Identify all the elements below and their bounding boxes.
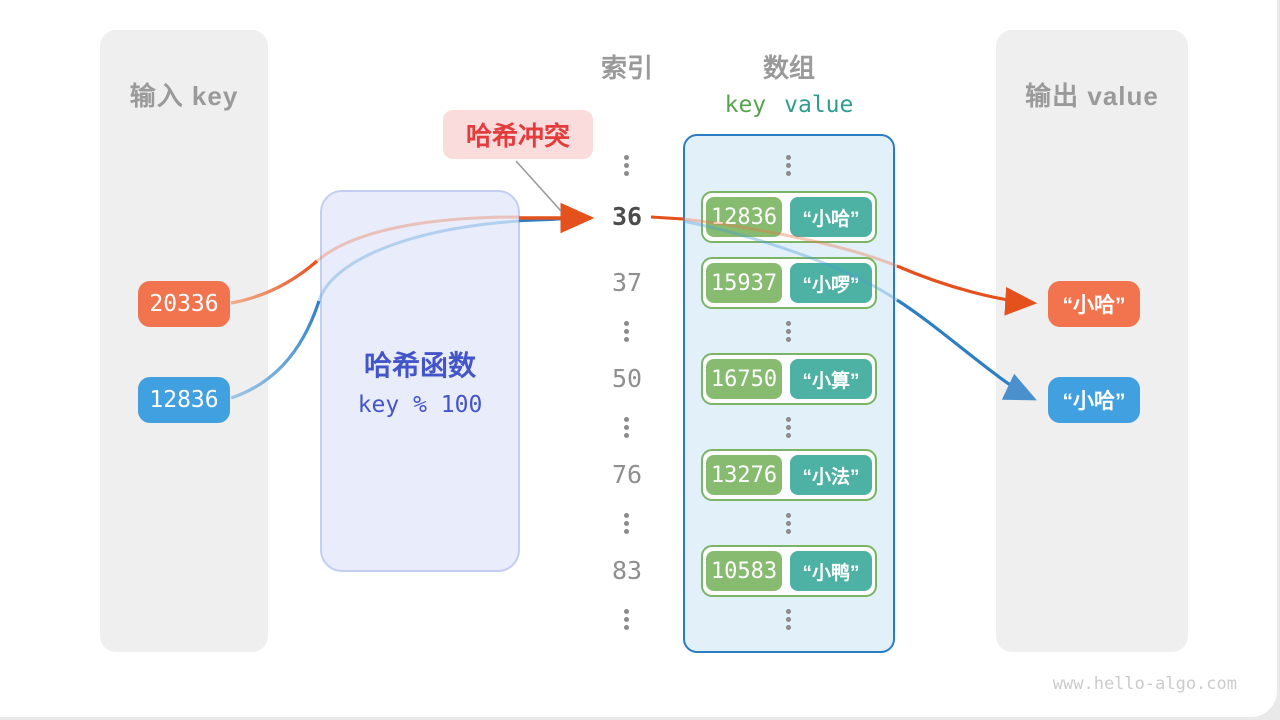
output-value-blue: “小哈” [1048,377,1140,423]
array-row-10583: 10583“小鸭” [701,545,877,597]
dot [786,163,791,168]
dot [624,425,629,430]
dot [786,609,791,614]
dot [624,521,629,526]
dot [786,329,791,334]
index-cell-76: 76 [611,460,643,489]
array-row-12836: 12836“小哈” [701,191,877,243]
dot [786,155,791,160]
array-key-cell: 10583 [706,551,782,591]
index-ellipsis-icon [624,609,629,630]
array-ellipsis-icon [786,513,791,534]
index-cell-50: 50 [611,364,643,393]
dot [624,171,629,176]
blue-merge-sliver [518,217,563,223]
index-ellipsis-icon [624,321,629,342]
output-panel: 输出 value [996,30,1188,652]
dot [624,321,629,326]
array-kv-header: key value [683,92,895,118]
array-ellipsis-icon [786,609,791,630]
array-value-cell: “小算” [790,359,872,399]
index-ellipsis-icon [624,155,629,176]
dot [786,529,791,534]
index-ellipsis-icon [624,513,629,534]
dot [786,617,791,622]
dot [786,625,791,630]
dot [786,171,791,176]
dot [786,513,791,518]
array-row-16750: 16750“小算” [701,353,877,405]
array-ellipsis-icon [786,417,791,438]
array-value-header: value [784,92,854,118]
dot [786,417,791,422]
index-cell-37: 37 [611,268,643,297]
dot [624,163,629,168]
array-row-15937: 15937“小啰” [701,257,877,309]
dot [624,329,629,334]
index-ellipsis-icon [624,417,629,438]
dot [624,155,629,160]
dot [786,521,791,526]
dot [786,337,791,342]
index-cell-83: 83 [611,556,643,585]
dot [624,617,629,622]
array-key-cell: 16750 [706,359,782,399]
array-value-cell: “小啰” [790,263,872,303]
array-value-cell: “小哈” [790,197,872,237]
hash-function-title: 哈希函数 [363,350,476,381]
input-key-12836: 12836 [138,377,230,423]
badge-pointer-line [515,160,562,212]
dot [624,417,629,422]
dot [624,609,629,614]
index-column-title: 索引 [600,53,653,83]
array-key-cell: 13276 [706,455,782,495]
collision-badge: 哈希冲突 [443,110,593,159]
input-panel: 输入 key [100,30,268,652]
input-key-20336: 20336 [138,281,230,327]
hash-function-formula: key % 100 [357,392,483,418]
index-cell-36: 36 [611,202,643,231]
array-key-cell: 15937 [706,263,782,303]
output-value-orange: “小哈” [1048,281,1140,327]
dot [624,625,629,630]
array-key-cell: 12836 [706,197,782,237]
dot [786,321,791,326]
array-ellipsis-icon [786,155,791,176]
array-column-title: 数组 [762,53,815,83]
dot [624,529,629,534]
hash-function-box: 哈希函数 key % 100 [320,190,520,572]
watermark: www.hello-algo.com [1052,674,1237,694]
dot [786,433,791,438]
array-value-cell: “小鸭” [790,551,872,591]
array-value-cell: “小法” [790,455,872,495]
dot [624,433,629,438]
dot [624,513,629,518]
dot [624,337,629,342]
array-row-13276: 13276“小法” [701,449,877,501]
array-ellipsis-icon [786,321,791,342]
input-panel-title: 输入 key [129,81,239,111]
dot [786,425,791,430]
output-panel-title: 输出 value [1025,81,1159,111]
array-key-header: key [724,92,767,118]
